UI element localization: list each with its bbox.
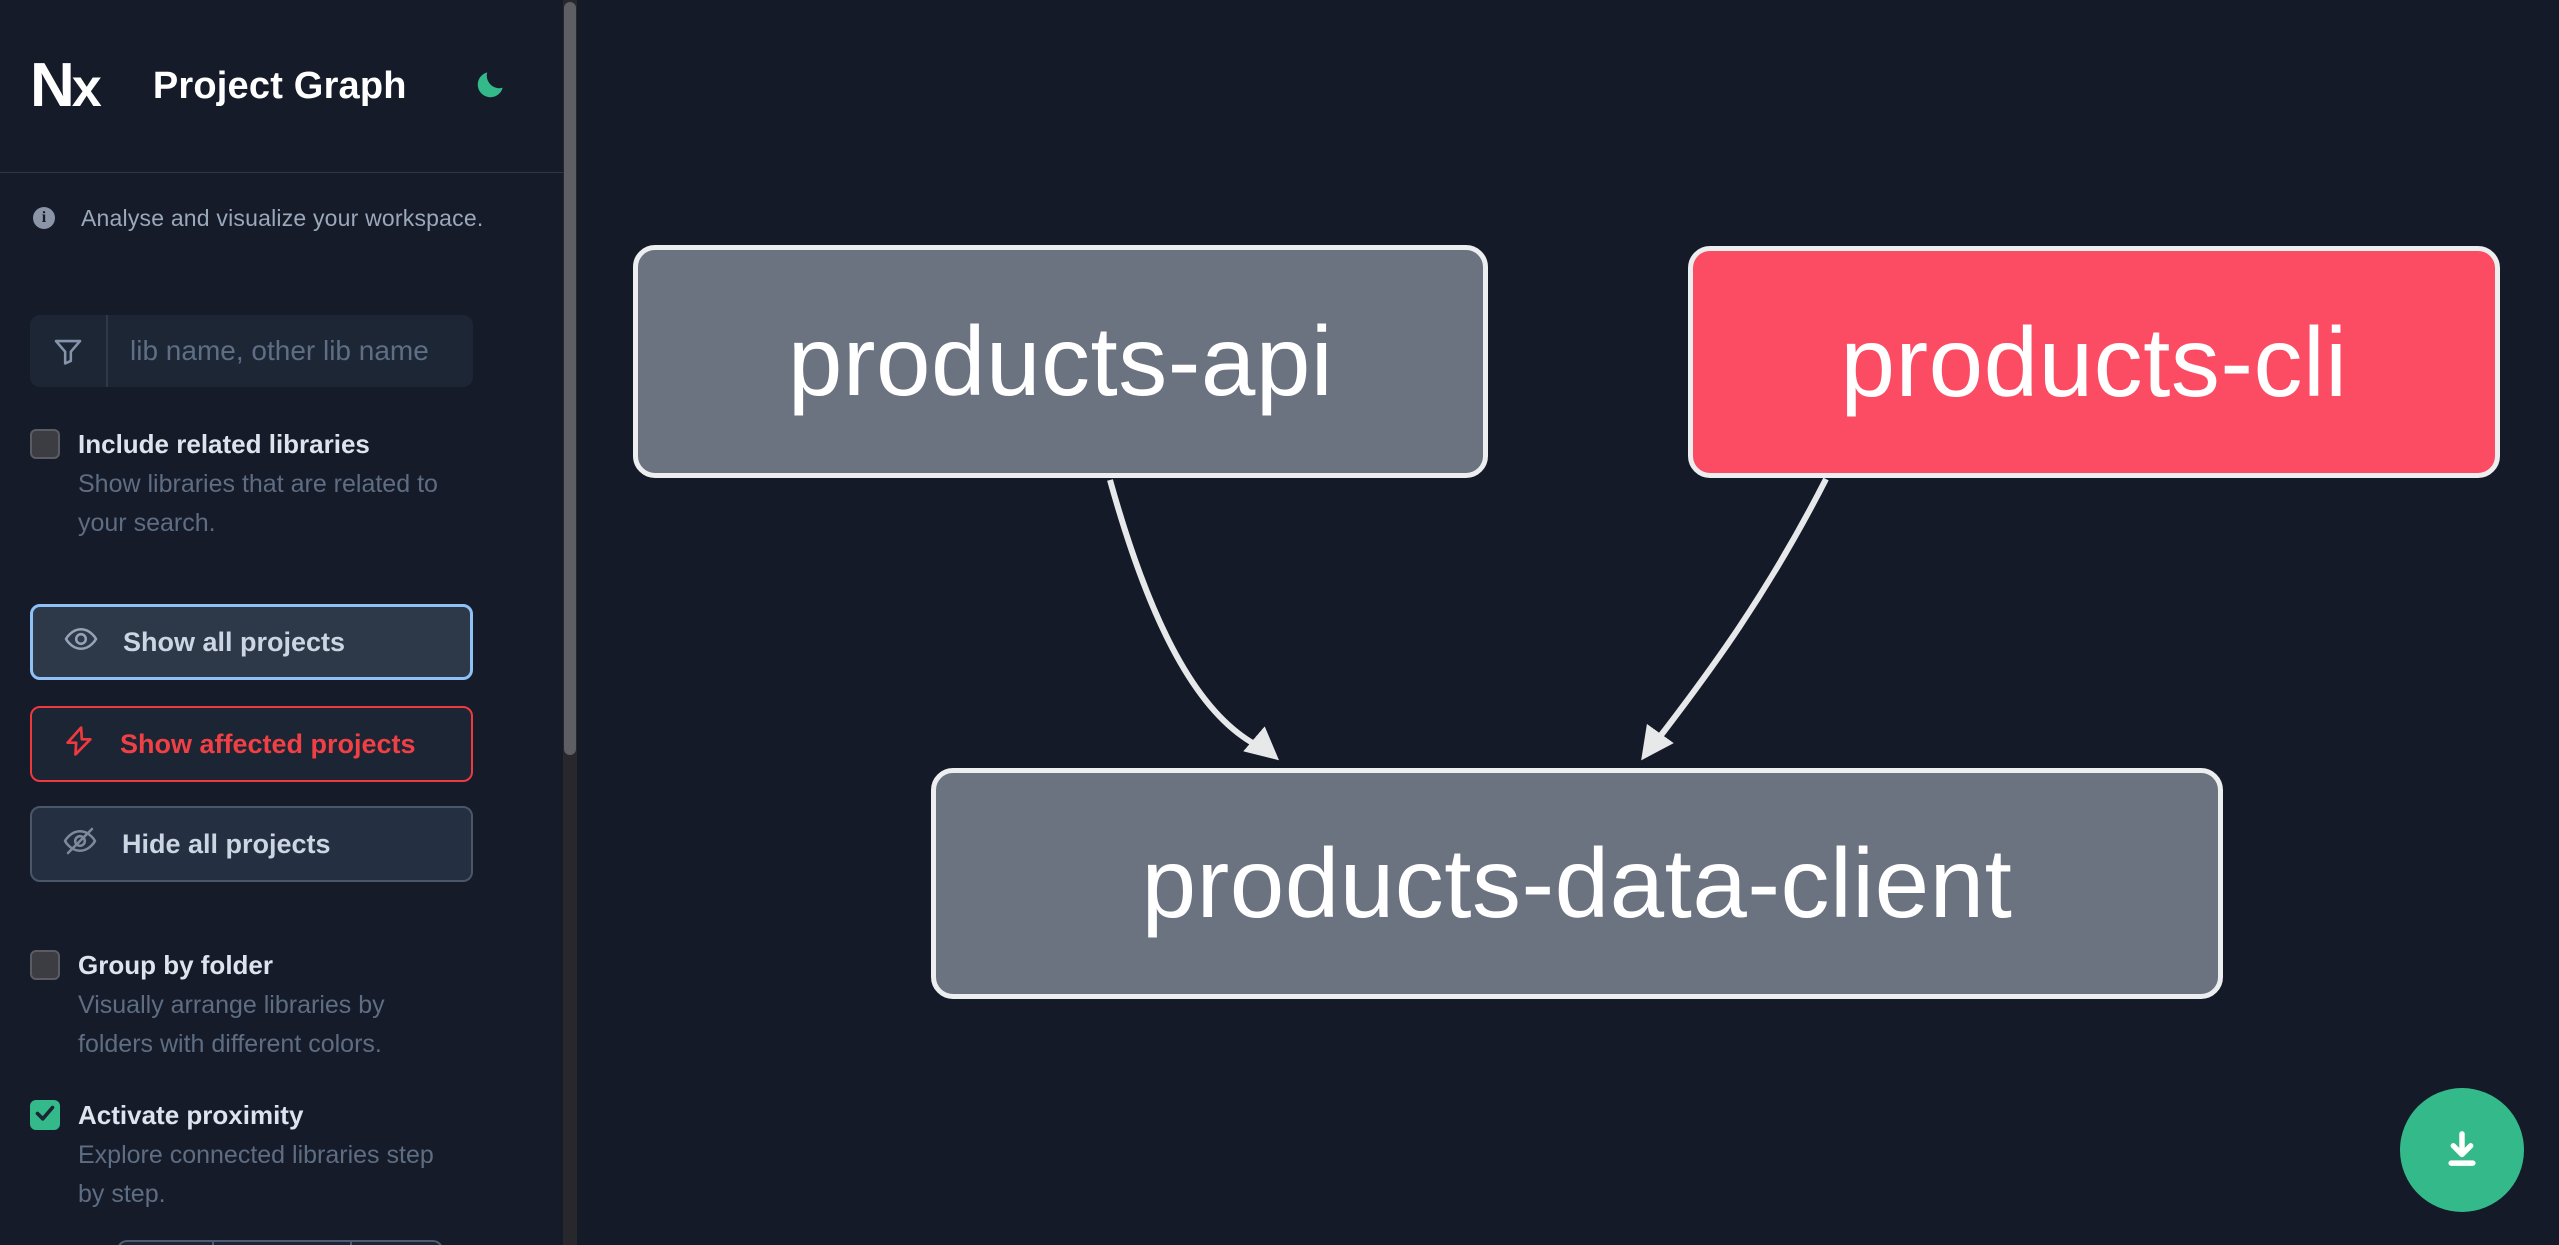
eye-slash-icon: [62, 823, 98, 866]
bolt-icon: [62, 724, 96, 765]
proximity-stepper[interactable]: [117, 1240, 443, 1245]
download-icon: [2437, 1124, 2487, 1177]
checkmark-icon: [33, 1101, 57, 1130]
theme-toggle-button[interactable]: [473, 69, 507, 103]
include-related-label: Include related libraries: [78, 429, 370, 459]
hide-all-projects-button[interactable]: Hide all projects: [30, 806, 473, 882]
edge-products-api-to-products-data-client: [1107, 479, 1280, 761]
project-graph-canvas[interactable]: products-api products-cli products-data-…: [577, 0, 2559, 1245]
tagline-text: Analyse and visualize your workspace.: [81, 204, 484, 231]
show-all-projects-label: Show all projects: [123, 626, 346, 657]
activate-proximity-checkbox[interactable]: [30, 1100, 60, 1130]
page-title: Project Graph: [152, 64, 407, 107]
activate-proximity-row: Activate proximity Explore connected lib…: [30, 1098, 460, 1214]
download-image-button[interactable]: [2400, 1088, 2524, 1212]
graph-node-products-cli[interactable]: products-cli: [1688, 246, 2500, 478]
group-by-folder-description: Visually arrange libraries by folders wi…: [78, 991, 385, 1058]
group-by-folder-label: Group by folder: [78, 950, 273, 980]
activate-proximity-description: Explore connected libraries step by step…: [78, 1141, 434, 1208]
include-related-checkbox[interactable]: [30, 429, 60, 459]
show-all-projects-button[interactable]: Show all projects: [30, 604, 473, 680]
graph-edges: [1107, 477, 1829, 761]
group-by-folder-checkbox[interactable]: [30, 950, 60, 980]
eye-icon: [63, 621, 99, 664]
nx-logo-n: N: [30, 51, 75, 120]
search-input[interactable]: [108, 315, 473, 387]
filter-funnel-icon: [30, 315, 108, 387]
tagline-row: i Analyse and visualize your workspace.: [33, 200, 533, 236]
activate-proximity-label: Activate proximity: [78, 1100, 304, 1130]
hide-all-projects-label: Hide all projects: [122, 828, 331, 859]
search-box: [30, 315, 473, 387]
group-by-folder-row: Group by folder Visually arrange librari…: [30, 948, 460, 1064]
info-icon: i: [33, 207, 55, 229]
include-related-row: Include related libraries Show libraries…: [30, 427, 460, 543]
include-related-description: Show libraries that are related to your …: [78, 470, 438, 537]
sidebar-scrollbar-thumb[interactable]: [564, 2, 576, 755]
graph-node-products-api[interactable]: products-api: [633, 245, 1488, 478]
graph-node-products-data-client[interactable]: products-data-client: [931, 768, 2223, 999]
nx-logo-x: x: [71, 58, 102, 118]
sidebar-scrollbar-track[interactable]: [563, 0, 577, 1245]
show-affected-projects-button[interactable]: Show affected projects: [30, 706, 473, 782]
edge-products-cli-to-products-data-client: [1641, 477, 1829, 761]
moon-icon: [474, 69, 506, 104]
show-affected-projects-label: Show affected projects: [120, 728, 416, 759]
